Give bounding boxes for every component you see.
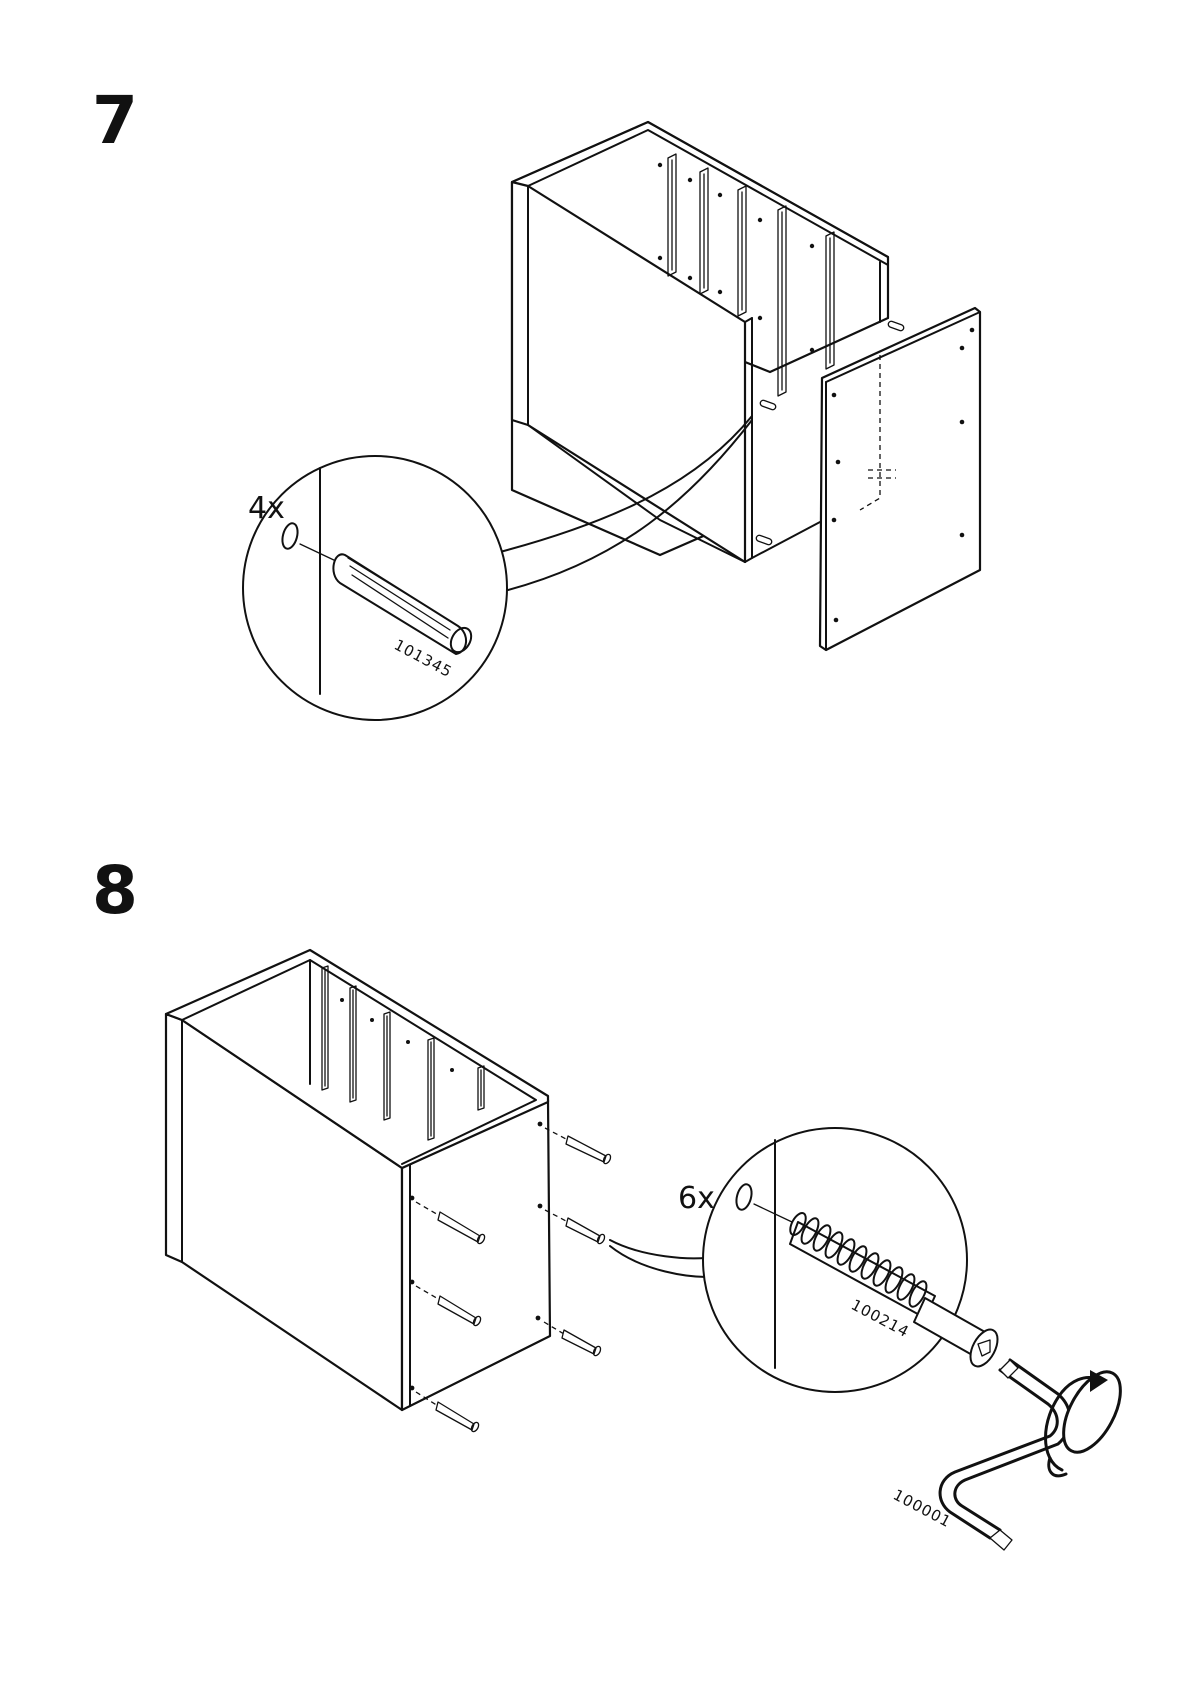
cam-screw-icon xyxy=(545,1128,612,1165)
step-8-quantity: 6x xyxy=(678,1181,715,1216)
step-7-quantity: 4x xyxy=(248,491,285,526)
allen-key-icon xyxy=(940,1360,1070,1550)
step-8-cabinet xyxy=(166,950,550,1410)
cam-screw-icon xyxy=(544,1322,602,1357)
step-7-illustration: 4x 101345 xyxy=(243,122,980,720)
step-8-illustration: 6x 100214 100001 xyxy=(166,950,1132,1550)
step-8-detail-callout xyxy=(703,1128,1003,1392)
cam-screw-icon xyxy=(545,1210,606,1245)
step-7-side-panel xyxy=(820,308,980,650)
cam-screw-icon xyxy=(416,1392,480,1433)
